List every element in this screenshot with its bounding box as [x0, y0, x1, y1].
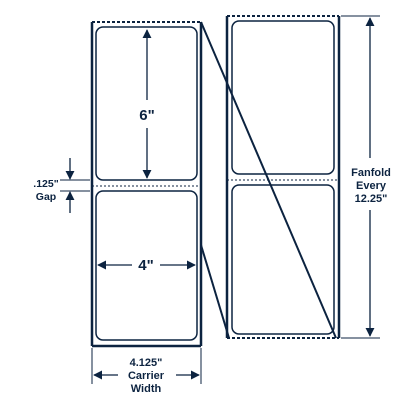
fold-diagonal-lower — [200, 244, 230, 339]
width-dimension: 4" — [97, 257, 196, 274]
label-width-text: 4" — [138, 257, 153, 274]
fanfold-line3-text: 12.25" — [355, 193, 388, 205]
carrier-width-dimension: 4.125" Carrier Width — [91, 348, 202, 395]
label-height-text: 6" — [139, 107, 154, 124]
carrier-word2-text: Width — [131, 383, 162, 395]
right-label-top — [231, 20, 335, 175]
left-carrier — [90, 21, 203, 348]
fanfold-dimension: Fanfold Every 12.25" — [341, 15, 391, 339]
carrier-word1-text: Carrier — [128, 370, 165, 382]
right-label-bottom — [231, 184, 335, 335]
right-carrier — [225, 15, 341, 339]
label-top — [95, 26, 198, 181]
fanfold-line1-text: Fanfold — [351, 167, 391, 179]
fanfold-line2-text: Every — [356, 180, 387, 192]
gap-dimension: .125" Gap — [33, 158, 90, 213]
gap-word-text: Gap — [36, 191, 56, 203]
carrier-value-text: 4.125" — [130, 357, 163, 369]
gap-value-text: .125" — [33, 178, 58, 190]
label-bottom — [95, 190, 198, 341]
height-dimension: 6" — [139, 29, 155, 179]
